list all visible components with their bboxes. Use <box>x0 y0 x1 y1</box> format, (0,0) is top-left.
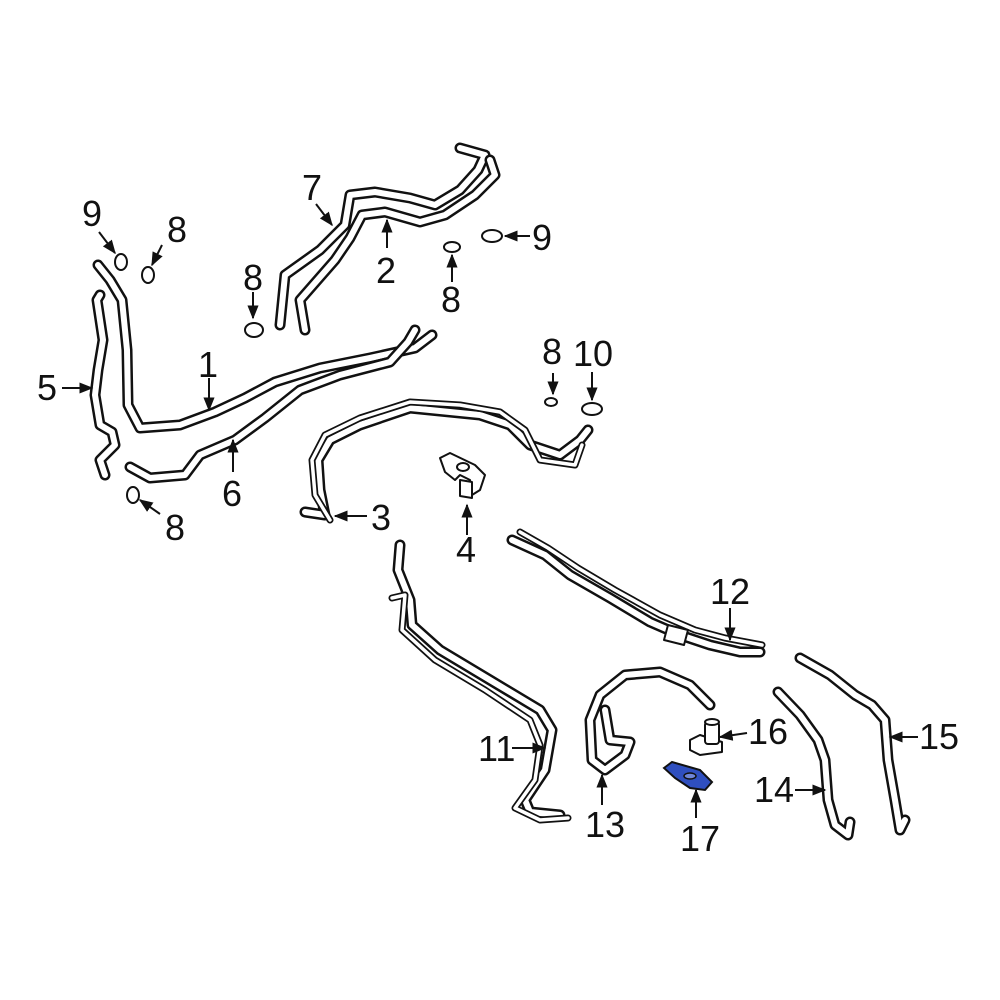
callout-3: 3 <box>371 497 391 538</box>
callout-8a: 8 <box>243 257 263 298</box>
callout-labels: 1 2 3 4 5 6 7 8 8 8 8 8 9 9 10 11 12 13 … <box>37 167 959 859</box>
part-16-fitting[interactable] <box>689 718 723 756</box>
callout-10: 10 <box>573 333 613 374</box>
callout-5: 5 <box>37 367 57 408</box>
part-17-bracket[interactable] <box>662 760 714 792</box>
part-3-pipe[interactable] <box>299 398 594 524</box>
callout-8c: 8 <box>165 507 185 548</box>
part-12-pipe[interactable] <box>506 528 766 658</box>
seal-10[interactable] <box>581 402 603 416</box>
callout-8d: 8 <box>542 331 562 372</box>
seal-8-mid[interactable] <box>244 322 264 338</box>
callout-8b: 8 <box>441 279 461 320</box>
part-4-bracket[interactable] <box>439 452 486 499</box>
callout-9a: 9 <box>82 193 102 234</box>
seal-9-left[interactable] <box>114 253 128 271</box>
callout-17: 17 <box>680 818 720 859</box>
callout-6: 6 <box>222 473 242 514</box>
callout-7: 7 <box>302 167 322 208</box>
part-14-pipe[interactable] <box>772 686 856 841</box>
part-7-pipe[interactable] <box>274 142 491 331</box>
seal-9-right[interactable] <box>481 229 503 243</box>
seal-8-right[interactable] <box>544 397 558 407</box>
callout-9b: 9 <box>532 217 552 258</box>
seal-8-left[interactable] <box>141 266 155 284</box>
callout-11: 11 <box>478 728 515 769</box>
callout-14: 14 <box>754 769 794 810</box>
callout-4: 4 <box>456 529 476 570</box>
part-5-pipe[interactable] <box>89 289 121 481</box>
callout-15: 15 <box>919 716 959 757</box>
part-13-pipe[interactable] <box>584 666 716 776</box>
callout-8e: 8 <box>167 209 187 250</box>
part-11-pipe[interactable] <box>388 539 572 824</box>
callout-12: 12 <box>710 571 750 612</box>
part-15-pipe[interactable] <box>794 652 911 836</box>
part-6-pipe[interactable] <box>124 324 421 484</box>
seal-8-top[interactable] <box>443 241 461 253</box>
leader-arrows <box>62 203 918 818</box>
callout-2: 2 <box>376 250 396 291</box>
callout-1: 1 <box>198 344 218 385</box>
part-1-pipe[interactable] <box>92 259 438 434</box>
part-2-pipe[interactable] <box>294 154 501 336</box>
callout-13: 13 <box>585 804 625 845</box>
callout-16: 16 <box>748 711 788 752</box>
seal-8-bottom[interactable] <box>126 486 140 504</box>
